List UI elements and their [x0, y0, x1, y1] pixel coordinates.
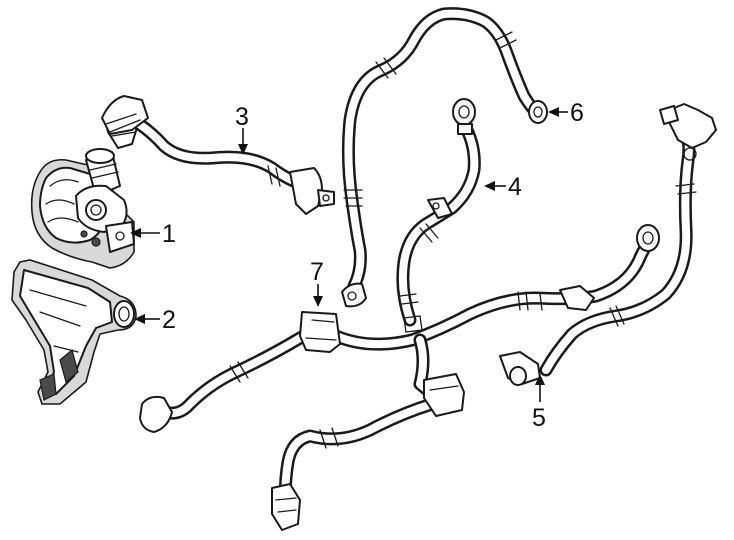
callout-label-2: 2: [162, 306, 176, 334]
callout-2: 2: [134, 306, 176, 334]
callout-label-7: 7: [310, 258, 324, 286]
pump-bracket: [11, 259, 137, 405]
coolant-hose-5: [499, 103, 717, 386]
water-pump: [30, 105, 139, 269]
callout-6: 6: [548, 99, 584, 127]
callout-7: 7: [310, 258, 324, 307]
callout-5: 5: [532, 374, 546, 432]
callout-4: 4: [484, 173, 522, 201]
callout-1: 1: [130, 220, 176, 248]
callout-label-4: 4: [508, 173, 522, 201]
callout-label-6: 6: [570, 99, 584, 127]
coolant-hose-7: [139, 224, 660, 531]
callout-label-3: 3: [235, 103, 249, 131]
coolant-hose-3: [101, 95, 335, 215]
callout-3: 3: [235, 103, 249, 155]
callout-label-1: 1: [162, 220, 176, 248]
callout-label-5: 5: [532, 404, 546, 432]
coolant-hose-4: [396, 98, 481, 327]
coolant-hose-6: [341, 7, 548, 308]
